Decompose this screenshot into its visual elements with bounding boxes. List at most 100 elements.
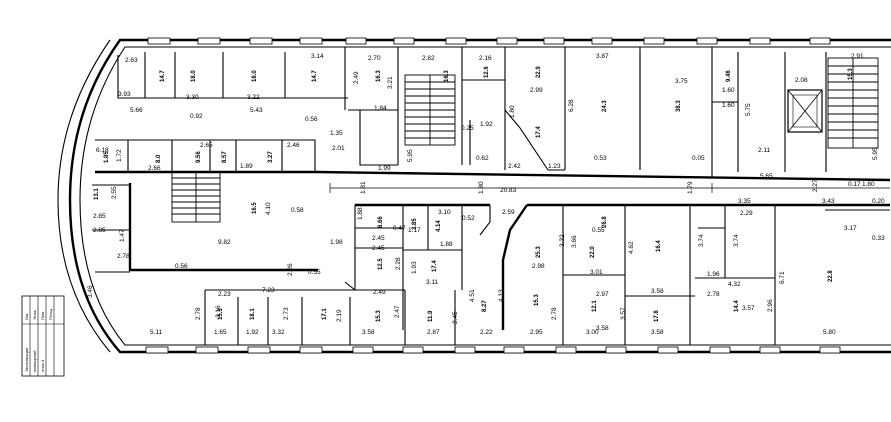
dim-label: 2.73: [283, 307, 290, 320]
dim-label: 1.92: [480, 121, 493, 128]
area-label: 3.27: [268, 151, 274, 163]
dim-label: 0.62: [476, 155, 489, 162]
dim-label: 1.65: [214, 329, 227, 336]
dim-label: 2.27: [812, 179, 819, 192]
title-row-1: Лит.: [24, 313, 29, 320]
dim-label: 2.82: [422, 55, 435, 62]
corridor-dimension: [329, 183, 890, 193]
dim-label: 6.71: [779, 271, 786, 284]
area-label: 12.6: [484, 66, 490, 78]
dim-label: 5.95: [872, 147, 879, 160]
dim-label: 2.55: [111, 186, 118, 199]
title-row-3: Пом.: [40, 311, 45, 320]
dim-label: 4.51: [469, 289, 476, 302]
dim-label: 5.75: [745, 103, 752, 116]
windows-bottom: [145, 346, 841, 354]
dim-label: 2.95: [530, 329, 543, 336]
dim-label: 3.58: [651, 329, 664, 336]
dim-label: 4.10: [265, 202, 272, 215]
dim-label: 3.74: [733, 234, 740, 247]
area-label: 38.3: [676, 100, 682, 112]
dim-label: 3.87: [596, 53, 609, 60]
dim-label: 4.13: [498, 289, 505, 302]
dim-label: 2.78: [117, 253, 130, 260]
dim-label: 0.58: [291, 207, 304, 214]
area-label: 15.3: [376, 310, 382, 322]
area-label: 22.8: [828, 270, 834, 282]
area-label: 16.3: [444, 70, 450, 82]
dim-label: 2.85: [93, 213, 106, 220]
dim-label: 2.47: [394, 305, 401, 318]
dim-label: 5.11: [150, 329, 163, 336]
area-label: 14.4: [734, 300, 740, 312]
dim-label: 9.82: [218, 239, 231, 246]
dim-label: 2.78: [707, 291, 720, 298]
area-label: 18.1: [250, 308, 256, 320]
dim-label: 1.88: [357, 207, 364, 220]
area-label: 15.3: [848, 68, 854, 80]
dim-label: 2.87: [427, 329, 440, 336]
area-label: 17.4: [536, 126, 542, 138]
area-label: 17.1: [322, 308, 328, 320]
title-row-2: Этаж: [32, 310, 37, 320]
area-label: 3.85: [412, 218, 418, 230]
dim-label: 0.20: [872, 198, 885, 205]
interior-walls: [92, 47, 891, 345]
dim-label: 5.95: [407, 149, 414, 162]
dim-label: 1.92: [246, 329, 259, 336]
area-label: 1.85: [104, 151, 110, 163]
dim-label: 2.45: [452, 311, 459, 324]
area-label: 16.5: [252, 202, 258, 214]
dim-label: 1.80: [862, 181, 875, 188]
area-label: 25.3: [536, 246, 542, 258]
dim-label: 0.52: [462, 215, 475, 222]
dim-label: 2.91: [851, 53, 864, 60]
area-label: 9.56: [196, 151, 202, 163]
dim-label: 1.47: [119, 229, 126, 242]
dim-label: 3.93: [118, 91, 131, 98]
dim-label: 1.99: [378, 165, 391, 172]
stair-right: [827, 57, 879, 149]
dim-label: 2.98: [532, 263, 545, 270]
dim-label: 0.56: [175, 263, 188, 270]
dim-label: 3.00: [586, 329, 599, 336]
area-label: 4.14: [436, 220, 442, 232]
area-label: 16.3: [376, 70, 382, 82]
dim-label: 0.55: [592, 227, 605, 234]
dim-label: 3.57: [620, 307, 627, 320]
dim-label: 3.75: [675, 78, 688, 85]
dim-label: 2.85: [93, 227, 106, 234]
area-label: 22.0: [590, 246, 596, 258]
area-label: 15.3: [218, 308, 224, 320]
dim-label: 3.11: [426, 279, 439, 286]
dim-label: 3.43: [822, 198, 835, 205]
dim-label: 2.22: [480, 329, 493, 336]
dim-label: 0.55: [308, 269, 321, 276]
dim-label: 3.10: [438, 209, 451, 216]
dim-label: 1.96: [707, 271, 720, 278]
dim-label: 3.58: [596, 325, 609, 332]
dim-label: 5.43: [250, 107, 263, 114]
area-label: 16.4: [656, 240, 662, 252]
area-label: 26.8: [602, 216, 608, 228]
dim-label: 1.88: [440, 241, 453, 248]
dim-label: 2.66: [148, 165, 161, 172]
dim-label: 5.66: [130, 107, 143, 114]
title-row-4: Площ.: [48, 308, 53, 320]
dim-label: 1.60: [722, 102, 735, 109]
dim-label: 0.47: [393, 225, 406, 232]
dim-label: 3.32: [272, 329, 285, 336]
dim-label: 0.33: [872, 235, 885, 242]
dim-label: 2.29: [740, 210, 753, 217]
area-labels: 14.7 18.0 18.0 14.7 16.3 16.3 12.6 22.9 …: [94, 66, 854, 322]
stair-center: [404, 74, 456, 146]
area-label: 22.9: [536, 66, 542, 78]
dim-label: 1.72: [116, 149, 123, 162]
title-line-3: этаж 4: [40, 359, 45, 372]
area-label: 18.0: [191, 70, 197, 82]
title-line-1: Экспликация: [24, 348, 29, 372]
dim-label: 2.49: [353, 71, 360, 84]
dim-label: 2.59: [502, 209, 515, 216]
dim-label: 7.23: [262, 287, 275, 294]
dim-label: 1.98: [330, 239, 343, 246]
